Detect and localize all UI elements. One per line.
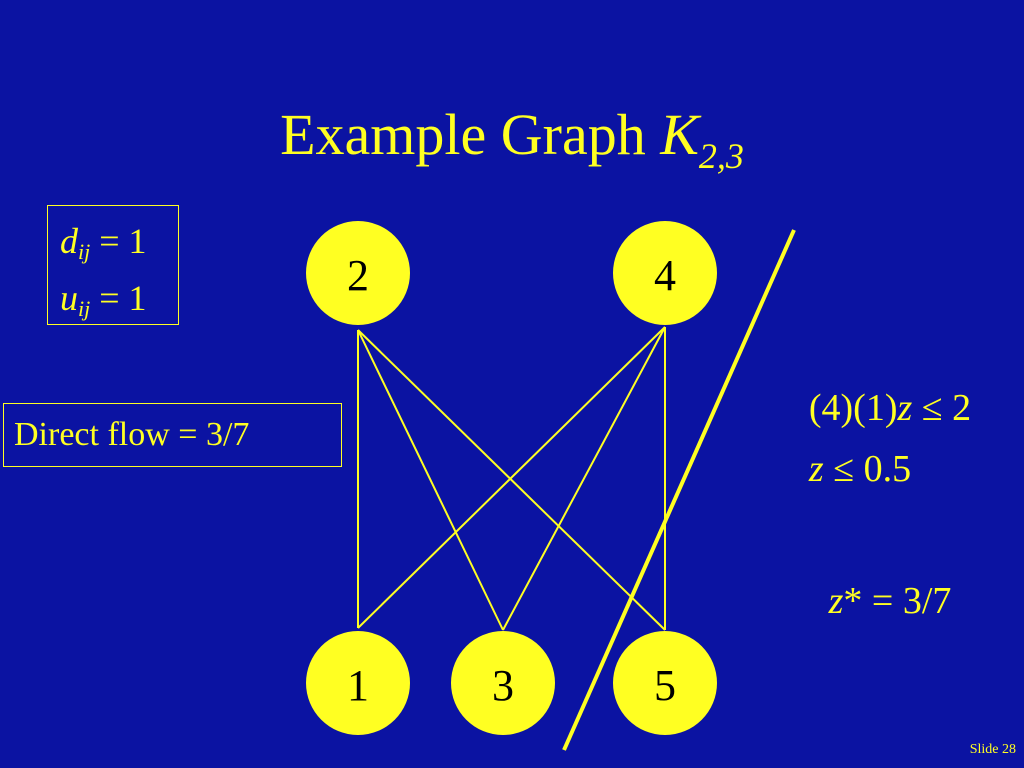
slide-title: Example Graph K2,3 <box>0 100 1024 191</box>
node-label-4: 4 <box>654 251 676 300</box>
param-u-sub: ij <box>78 296 91 321</box>
title-subscript: 2,3 <box>698 136 744 176</box>
equation-optimum: z* = 3/7 <box>770 575 1010 627</box>
param-d-var: d <box>60 221 78 261</box>
param-d: dij = 1 <box>60 218 178 275</box>
edge-4-3 <box>502 326 666 631</box>
node-4 <box>613 221 717 325</box>
node-label-3: 3 <box>492 661 514 710</box>
eq3-rhs: * = 3/7 <box>843 580 952 622</box>
equation-constraint: (4)(1)z ≤ 2 <box>760 382 1020 434</box>
node-label-1: 1 <box>347 661 369 710</box>
eq2-var: z <box>808 448 824 490</box>
direct-flow-text: Direct flow = 3/7 <box>14 416 250 453</box>
node-label-2: 2 <box>347 251 369 300</box>
eq1-rhs: ≤ 2 <box>912 387 972 429</box>
graph-nodes: 2 4 1 3 5 <box>306 221 717 735</box>
edge-2-3 <box>357 329 504 631</box>
node-2 <box>306 221 410 325</box>
param-d-rhs: = 1 <box>90 221 147 261</box>
edge-4-1 <box>357 326 666 629</box>
equation-bound: z ≤ 0.5 <box>760 443 960 495</box>
param-u-rhs: = 1 <box>90 278 147 318</box>
param-u: uij = 1 <box>60 275 178 332</box>
title-symbol: K <box>660 102 699 167</box>
param-d-sub: ij <box>78 239 91 264</box>
node-5 <box>613 631 717 735</box>
eq3-var: z <box>828 580 844 622</box>
cut-line <box>562 229 796 751</box>
title-text: Example Graph <box>280 102 661 167</box>
edge-2-5 <box>357 329 666 631</box>
parameters-box: dij = 1 uij = 1 <box>47 205 179 325</box>
node-3 <box>451 631 555 735</box>
direct-flow-box: Direct flow = 3/7 <box>3 403 342 467</box>
graph-edges <box>357 326 666 631</box>
param-u-var: u <box>60 278 78 318</box>
eq2-rhs: ≤ 0.5 <box>823 448 912 490</box>
node-1 <box>306 631 410 735</box>
eq1-var: z <box>897 387 913 429</box>
node-label-5: 5 <box>654 661 676 710</box>
slide-number: Slide 28 <box>969 742 1016 757</box>
eq1-prefix: (4)(1) <box>808 387 898 429</box>
